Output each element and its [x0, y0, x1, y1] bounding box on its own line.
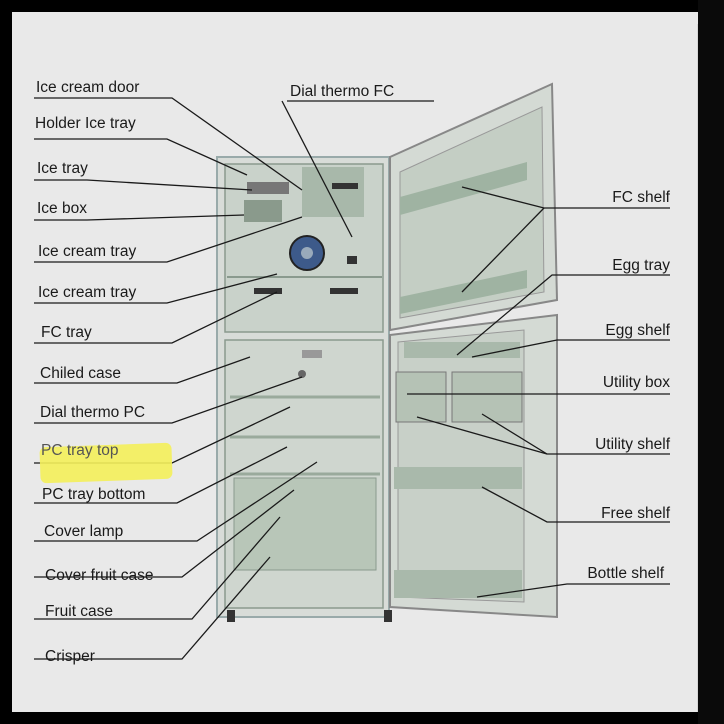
label-ice-cream-tray-1: Ice cream tray: [38, 243, 137, 260]
utility-box-left: [395, 371, 447, 423]
label-fc-shelf: FC shelf: [612, 189, 670, 206]
label-pc-tray-top: PC tray top: [41, 442, 119, 459]
label-pc-tray-bottom: PC tray bottom: [42, 486, 146, 503]
ice-box-part: [244, 200, 282, 222]
label-dial-thermo-fc: Dial thermo FC: [290, 83, 395, 100]
label-egg-tray: Egg tray: [612, 257, 670, 274]
ice-tray-part: [247, 182, 289, 194]
ice-cream-door-panel: [302, 167, 364, 217]
foot-right: [384, 610, 392, 622]
label-ice-tray: Ice tray: [37, 160, 88, 177]
refrigerator-drawing: [34, 82, 670, 660]
vent-1: [332, 183, 358, 189]
label-utility-box: Utility box: [602, 374, 670, 391]
screen-edge: [697, 24, 698, 712]
dial-thermo-fc-knob: [347, 256, 357, 264]
freezer-door-inner: [399, 106, 545, 319]
leader-lines-right: [407, 186, 670, 598]
crisper-drawer: [233, 477, 377, 571]
label-free-shelf: Free shelf: [601, 505, 670, 522]
label-utility-shelf: Utility shelf: [595, 436, 670, 453]
foot-left: [227, 610, 235, 622]
diagram-frame: Ice cream door Holder Ice tray Ice tray …: [12, 12, 698, 712]
label-crisper: Crisper: [45, 648, 95, 665]
label-cover-fruit-case: Cover fruit case: [45, 567, 154, 584]
right-bezel: [698, 0, 724, 724]
label-ice-cream-door: Ice cream door: [36, 79, 140, 96]
label-chiled-case: Chiled case: [40, 365, 121, 382]
label-egg-shelf: Egg shelf: [605, 322, 670, 339]
fridge-door-inner: [397, 329, 525, 603]
label-ice-cream-tray-2: Ice cream tray: [38, 284, 137, 301]
fan-hub: [301, 247, 313, 259]
leader-lines-left: [34, 97, 318, 660]
free-shelf-part: [394, 467, 522, 489]
vent-2: [330, 288, 358, 294]
label-fc-tray: FC tray: [41, 324, 92, 341]
light-part: [302, 350, 322, 358]
dial-thermo-pc-knob: [298, 370, 306, 378]
fc-shelf-2: [400, 270, 527, 314]
label-holder-ice-tray: Holder Ice tray: [35, 115, 136, 132]
vent-3: [254, 288, 282, 294]
leader-line-top: [281, 100, 434, 238]
fc-shelf-1: [400, 162, 527, 215]
label-dial-thermo-pc: Dial thermo PC: [40, 404, 146, 421]
label-fruit-case: Fruit case: [45, 603, 114, 620]
label-cover-lamp: Cover lamp: [44, 523, 124, 540]
label-ice-box: Ice box: [37, 200, 87, 217]
utility-box-right: [451, 371, 523, 423]
label-bottle-shelf: Bottle shelf: [587, 565, 664, 582]
